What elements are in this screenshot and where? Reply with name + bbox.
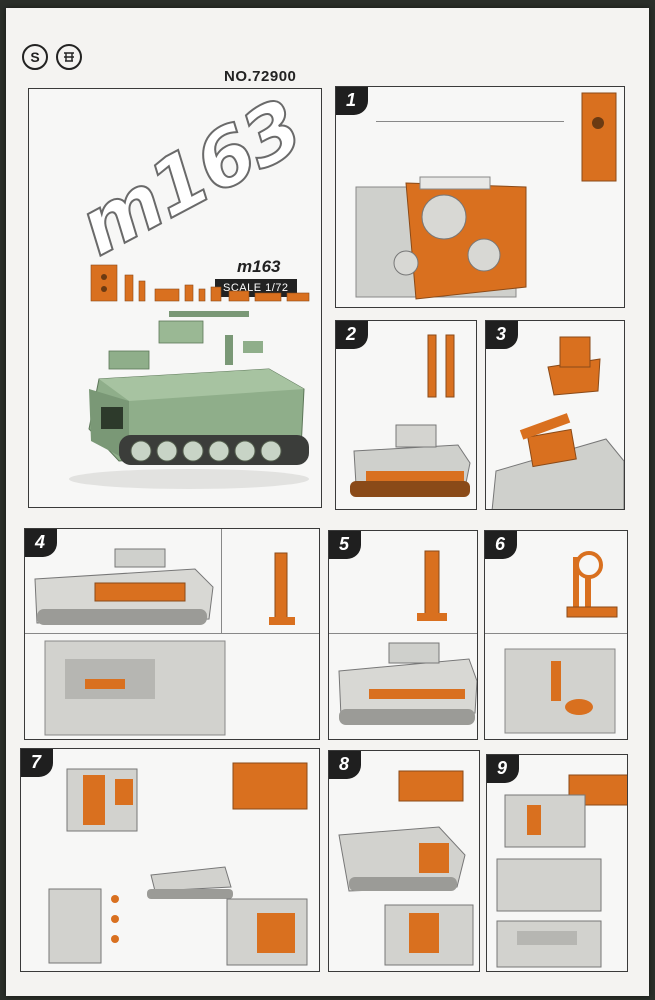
step-5-panel: 5 (328, 530, 478, 740)
step-6-badge: 6 (485, 531, 517, 559)
step-2-panel: 2 (335, 320, 477, 510)
hero-panel: m163 m163 SCALE 1/72 (28, 88, 322, 508)
step-3-panel: 3 (485, 320, 625, 510)
step-4-panel: 4 (24, 528, 320, 740)
step-3-badge: 3 (486, 321, 518, 349)
step-5-badge: 5 (329, 531, 361, 559)
step-8-illustration (338, 770, 474, 966)
step-7-panel: 7 (20, 748, 320, 972)
brand-logo-s: S (22, 44, 48, 70)
step-9-illustration (496, 774, 627, 968)
step-6-divider (485, 633, 627, 634)
step-5-illustration (338, 550, 477, 725)
step-4-illustration (34, 548, 295, 736)
product-number: NO.72900 (224, 68, 297, 85)
step-2-badge: 2 (336, 321, 368, 349)
step-1-divider (376, 121, 564, 122)
seal-glyph-icon (64, 52, 74, 62)
step-8-panel: 8 (328, 750, 480, 972)
step-6-illustration (504, 551, 618, 734)
step-1-panel: 1 (335, 86, 625, 308)
brand-logo-letter: S (30, 49, 40, 65)
step-6-panel: 6 (484, 530, 628, 740)
step-7-badge: 7 (21, 749, 53, 777)
step-3-illustration (491, 336, 624, 509)
brand-logo-seal (56, 44, 82, 70)
step-7-illustration (48, 762, 308, 966)
green-vehicle-illustration (69, 311, 309, 489)
resin-parts-row-illustration (90, 264, 310, 302)
step-4-divider (25, 633, 319, 634)
step-5-divider (329, 633, 477, 634)
instruction-sheet: S NO.72900 m163 m163 SCALE 1/72 (6, 8, 649, 996)
step-8-badge: 8 (329, 751, 361, 779)
step-1-hull-top-illustration (355, 92, 617, 300)
hero-small-title: m163 (237, 257, 281, 276)
step-9-badge: 9 (487, 755, 519, 783)
step-2-illustration (350, 334, 471, 497)
step-4-vdivider (221, 529, 222, 633)
step-9-panel: 9 (486, 754, 628, 972)
step-1-badge: 1 (336, 87, 368, 115)
step-4-badge: 4 (25, 529, 57, 557)
